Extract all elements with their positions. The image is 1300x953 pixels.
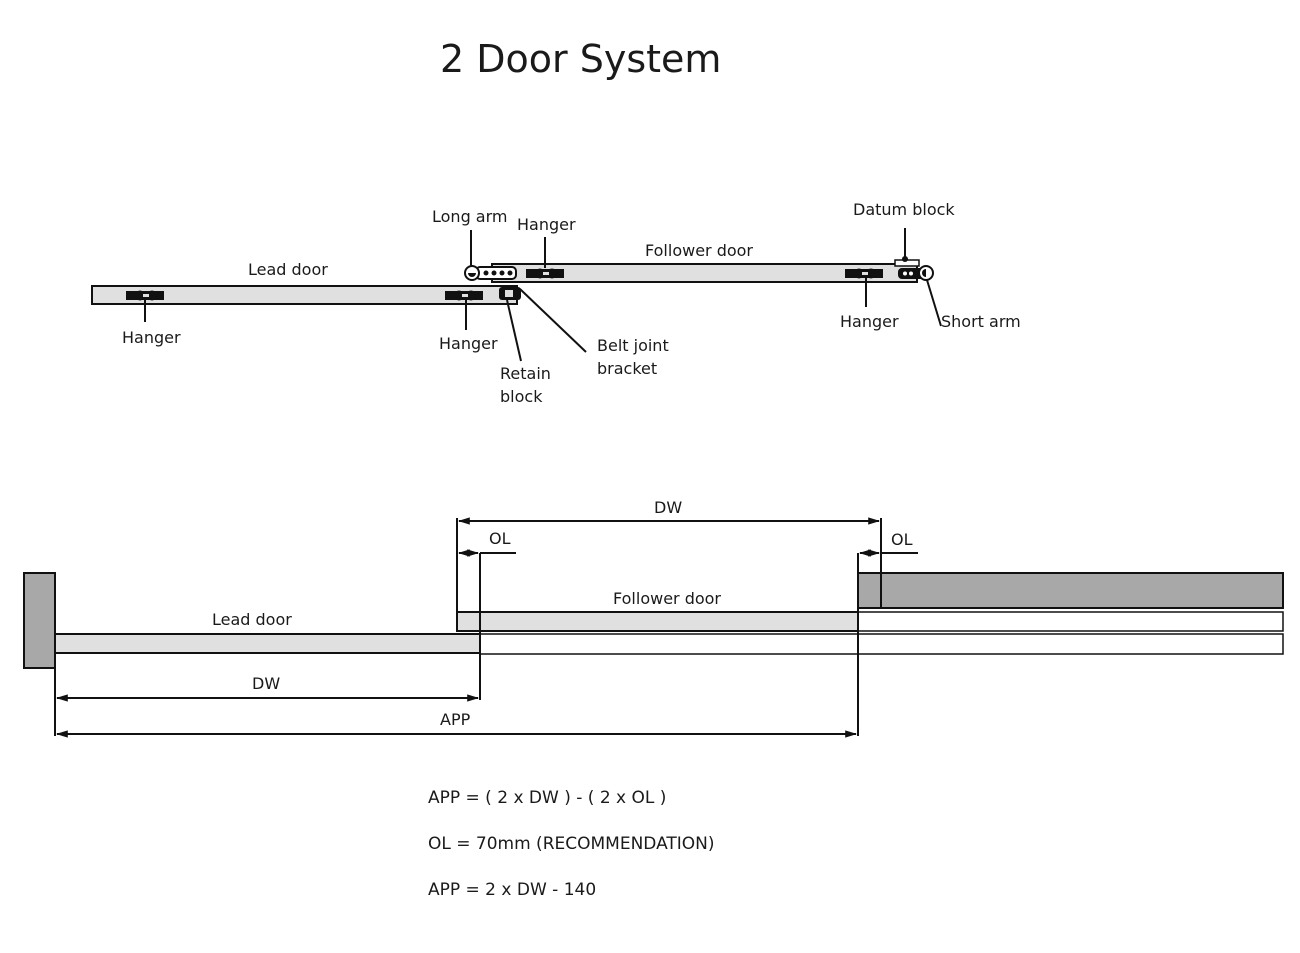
label-belt-joint-bracket-2: bracket: [597, 359, 657, 378]
label-datum-block: Datum block: [853, 200, 955, 219]
follower-door-plan: [456, 611, 859, 632]
short-arm: [898, 265, 934, 281]
hanger-right: [845, 268, 883, 279]
label-short-arm: Short arm: [941, 312, 1021, 331]
label-follower-door-plan: Follower door: [613, 589, 721, 608]
long-arm: [464, 265, 517, 281]
label-retain-block-2: block: [500, 387, 543, 406]
label-app: APP: [440, 710, 471, 729]
label-long-arm: Long arm: [432, 207, 508, 226]
label-ol-left: OL: [489, 529, 511, 548]
label-lead-door-plan: Lead door: [212, 610, 292, 629]
datum-block: [894, 256, 920, 267]
lead-door-plan: [54, 633, 481, 654]
hanger-mid: [445, 290, 483, 301]
retain-block: [499, 287, 521, 300]
equation-app-simplified: APP = 2 x DW - 140: [428, 880, 597, 900]
dimension-lines: [54, 517, 918, 738]
hanger-left: [126, 290, 164, 301]
left-wall: [23, 572, 56, 669]
lead-door-track: [479, 633, 1284, 655]
label-hanger-top: Hanger: [517, 215, 576, 234]
label-retain-block: Retain: [500, 364, 551, 383]
plan-view: DW OL OL Follower door Lead door DW APP: [23, 498, 1284, 738]
label-hanger-right: Hanger: [840, 312, 899, 331]
label-follower-door-top: Follower door: [645, 241, 753, 260]
hanger-top: [526, 268, 564, 279]
right-wall: [857, 572, 1284, 609]
label-hanger-mid: Hanger: [439, 334, 498, 353]
label-ol-right: OL: [891, 530, 913, 549]
label-hanger-left: Hanger: [122, 328, 181, 347]
equation-ol-recommendation: OL = 70mm (RECOMMENDATION): [428, 834, 715, 854]
page-title: 2 Door System: [440, 37, 721, 81]
equation-app-general: APP = ( 2 x DW ) - ( 2 x OL ): [428, 788, 667, 808]
top-view: Long arm Hanger Follower door Datum bloc…: [91, 200, 1021, 406]
label-dw-top: DW: [654, 498, 682, 517]
label-belt-joint-bracket: Belt joint: [597, 336, 669, 355]
label-lead-door-top: Lead door: [248, 260, 328, 279]
leader-lines: [144, 228, 942, 362]
follower-door-track: [857, 611, 1284, 632]
label-dw-bottom: DW: [252, 674, 280, 693]
